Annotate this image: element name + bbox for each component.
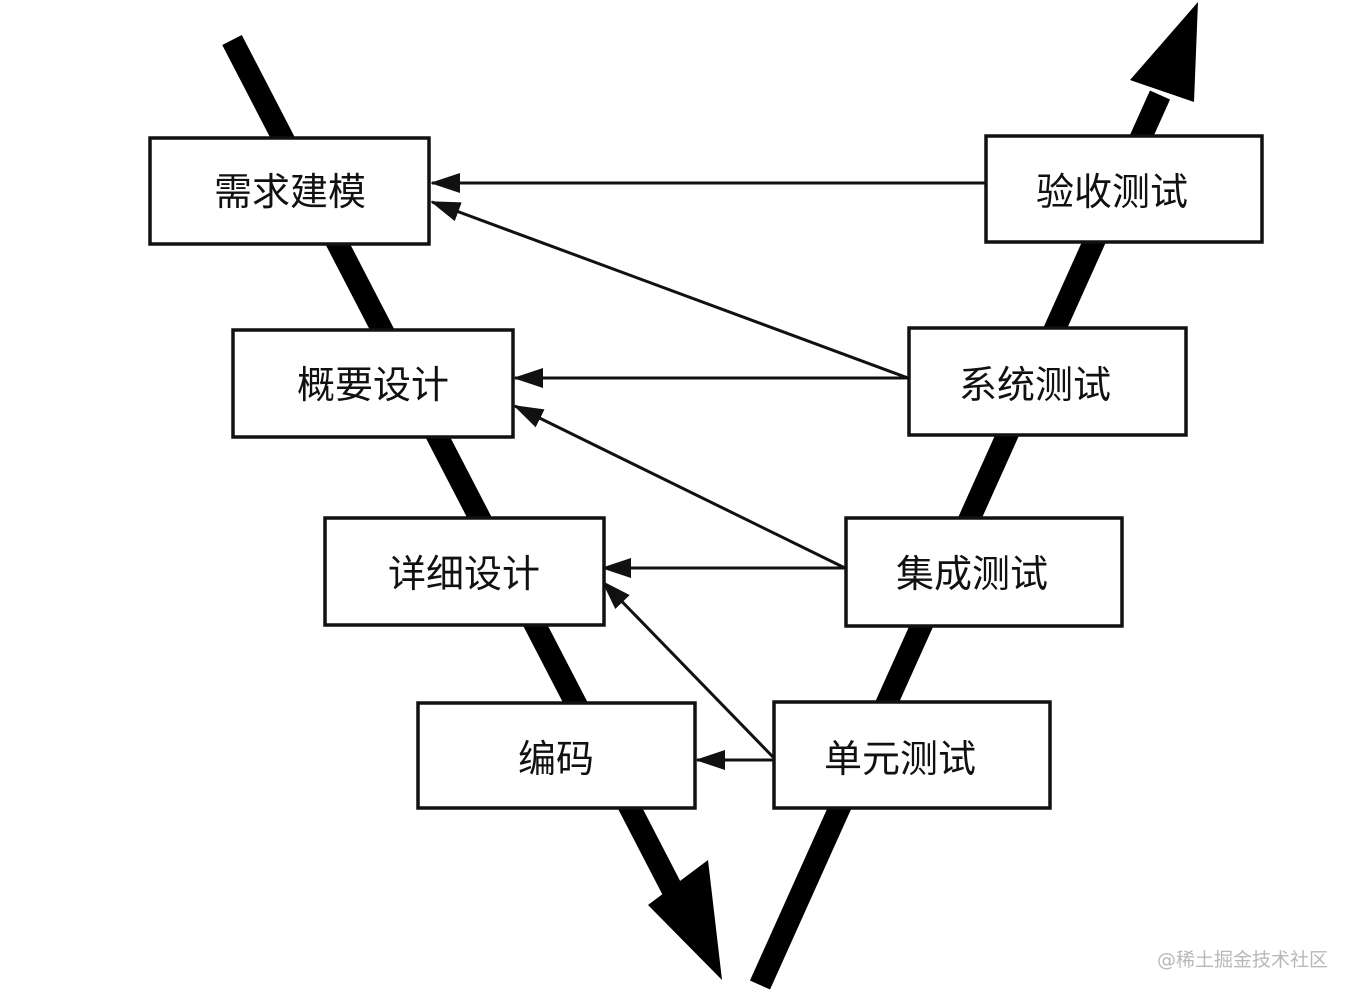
coding-box: 编码 xyxy=(416,701,697,810)
requirements-modeling-label: 需求建模 xyxy=(214,170,366,214)
system-testing-label: 系统测试 xyxy=(959,363,1111,407)
integration-testing-box: 集成测试 xyxy=(844,516,1124,628)
unit-testing-label: 单元测试 xyxy=(824,737,976,781)
acceptance-testing-label: 验收测试 xyxy=(1036,170,1188,214)
coding-label: 编码 xyxy=(518,737,594,781)
unit-testing-box: 单元测试 xyxy=(772,700,1052,810)
acceptance-testing-box: 验收测试 xyxy=(984,134,1264,244)
system-to-requirements-arrow xyxy=(430,200,909,380)
unit-to-detail-design-arrow xyxy=(601,580,775,759)
system-testing-box: 系统测试 xyxy=(907,326,1188,437)
integration-testing-label: 集成测试 xyxy=(896,552,1048,596)
requirements-modeling-box: 需求建模 xyxy=(148,136,431,246)
outline-design-box: 概要设计 xyxy=(231,328,515,439)
watermark-text: @稀土掘金技术社区 xyxy=(1156,949,1328,971)
outline-design-label: 概要设计 xyxy=(297,363,449,407)
detail-design-label: 详细设计 xyxy=(388,552,540,596)
integration-to-outline-design-arrow xyxy=(513,404,846,570)
detail-design-box: 详细设计 xyxy=(323,516,606,627)
